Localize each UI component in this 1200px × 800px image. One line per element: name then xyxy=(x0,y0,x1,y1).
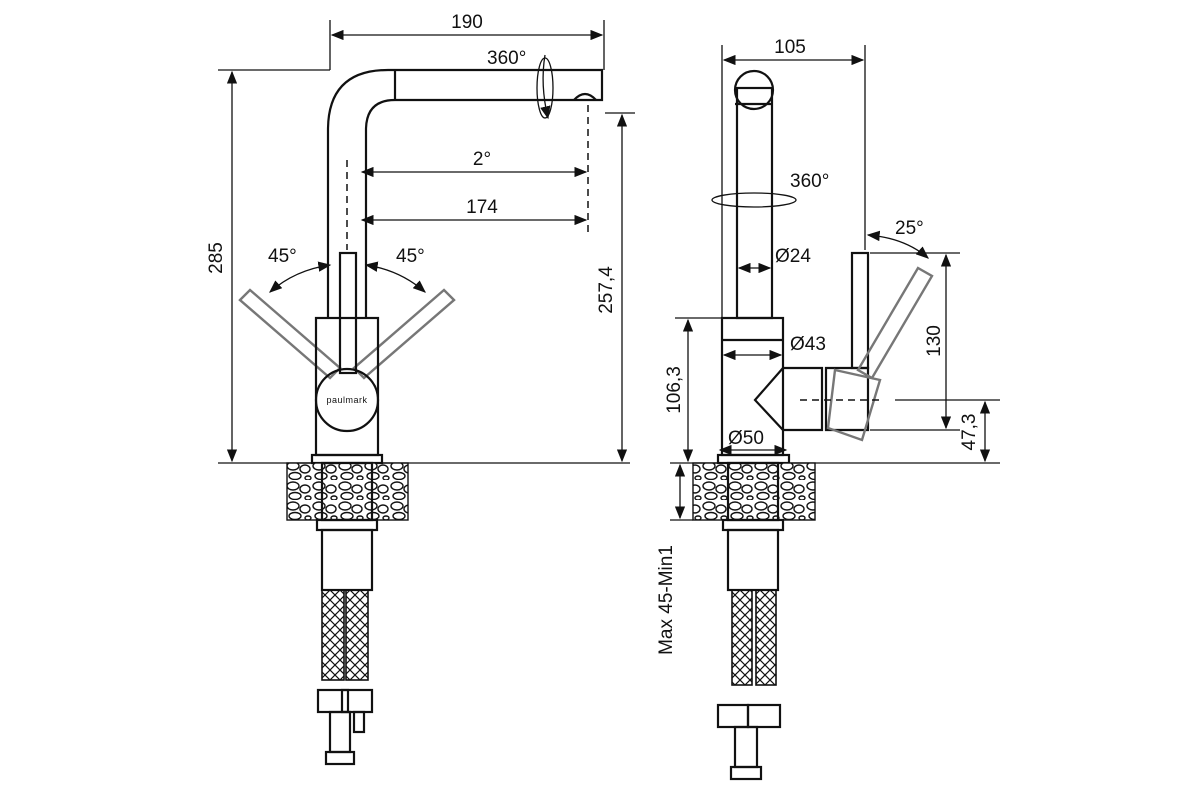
dim-base-diameter: Ø50 xyxy=(728,428,764,449)
dim-stem-diameter: Ø24 xyxy=(775,246,811,267)
side-view: 105 360° Ø24 25° Ø43 Ø50 106,3 130 47,3 … xyxy=(656,37,1000,781)
handle-tilted-position xyxy=(826,266,934,442)
countertop-section xyxy=(286,462,409,521)
dim-lever-axis-height: 47,3 xyxy=(959,414,980,451)
dim-rotation-360: 360° xyxy=(487,48,526,69)
dim-rotation-360: 360° xyxy=(790,171,829,192)
supply-hoses xyxy=(716,589,782,781)
dim-handle-angle-right: 45° xyxy=(396,246,425,267)
dim-handle-height: 130 xyxy=(924,325,945,357)
dim-handle-angle-left: 45° xyxy=(268,246,297,267)
dim-depth-105: 105 xyxy=(774,37,806,58)
brand-logo: paulmark xyxy=(326,395,367,405)
base-plate xyxy=(310,453,384,465)
front-view: paulmark 190 360° 2° 174 285 257 xyxy=(206,12,635,766)
logo-cap xyxy=(314,367,380,433)
dim-height-285: 285 xyxy=(206,242,227,274)
spout-top xyxy=(733,69,775,111)
cartridge-housing xyxy=(753,366,824,432)
countertop-section xyxy=(692,462,816,521)
dim-spout-angle: 2° xyxy=(473,149,491,170)
spout-stem xyxy=(735,86,774,320)
dim-mount-thickness: Max 45-Min1 xyxy=(656,545,677,655)
handle xyxy=(850,251,870,370)
rotation-indicator xyxy=(711,192,797,208)
spout xyxy=(326,68,604,318)
supply-hoses xyxy=(316,589,374,766)
dim-body-height: 106,3 xyxy=(664,366,685,414)
dim-reach-174: 174 xyxy=(466,197,498,218)
handle-swing-positions xyxy=(238,288,456,380)
aerator xyxy=(573,92,597,101)
dim-body-diameter: Ø43 xyxy=(790,334,826,355)
dim-handle-angle: 25° xyxy=(895,218,924,239)
dim-width-190: 190 xyxy=(451,12,483,33)
faucet-body xyxy=(314,316,380,457)
handle xyxy=(338,251,358,375)
threaded-stud xyxy=(320,528,374,592)
dim-spout-height: 257,4 xyxy=(596,266,617,314)
